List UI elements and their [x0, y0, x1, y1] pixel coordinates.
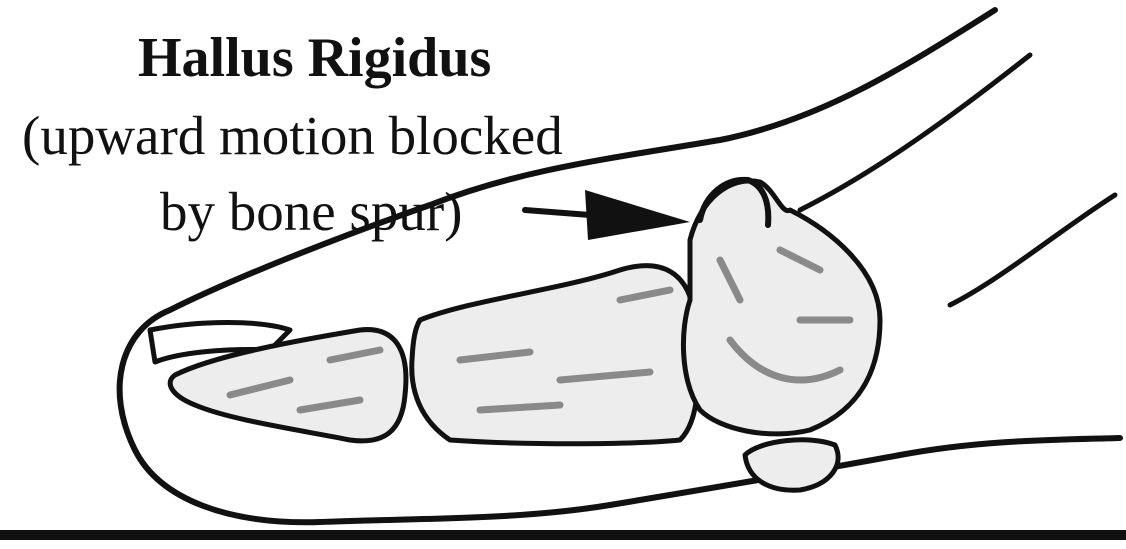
sesamoid-bone [745, 440, 838, 490]
pointer-arrow [525, 190, 690, 240]
foot-lateral-line [950, 195, 1115, 305]
caption-line-1: (upward motion blocked [22, 108, 563, 163]
caption-line-2: by bone spur) [160, 184, 462, 239]
metatarsal-head [683, 181, 880, 434]
foot-dorsal-line [800, 55, 1030, 210]
ground-line [0, 530, 1126, 540]
diagram-title: Hallus Rigidus [138, 30, 491, 86]
